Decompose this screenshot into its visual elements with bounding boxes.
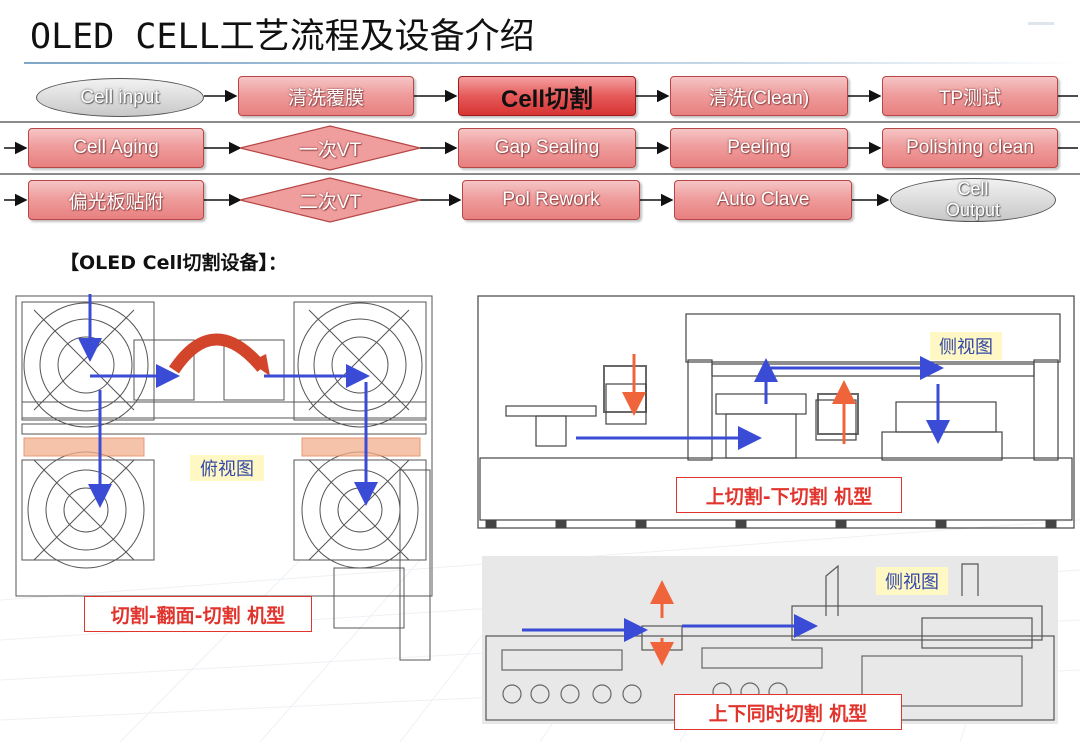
flow-node-cell-output: Cell Output: [890, 178, 1056, 222]
simultaneous-cut-model-label: 上下同时切割 机型: [674, 694, 902, 730]
flow-node-clean-cover: 清洗覆膜: [238, 76, 414, 116]
section-title: 【OLED Cell切割设备】：: [60, 252, 287, 274]
side-view-label-lower: 侧视图: [876, 567, 948, 595]
flow-node-cell-input: Cell input: [36, 78, 204, 117]
flow-node-clean: 清洗(Clean): [670, 76, 848, 116]
flow-node-cell-aging: Cell Aging: [28, 128, 204, 168]
flow-node-first-vt: 一次VT: [298, 139, 362, 161]
cell-output-line1: Cell: [957, 179, 989, 199]
corner-decoration: [1028, 22, 1054, 25]
flow-node-peeling: Peeling: [670, 128, 848, 168]
cut-flip-cut-model-label: 切割-翻面-切割 机型: [84, 596, 312, 632]
decision-diamond-2: [239, 177, 421, 223]
flow-node-pol-rework: Pol Rework: [462, 180, 640, 220]
flow-node-cell-cutting: Cell切割: [458, 76, 636, 116]
side-view-drawing-upper-lower: [477, 295, 1075, 529]
process-flow-lines: [0, 89, 1080, 223]
top-view-drawing: [15, 294, 433, 661]
decision-diamond-1: [239, 125, 421, 171]
flow-node-polarizer-attach: 偏光板贴附: [28, 180, 204, 220]
cell-output-line2: Output: [945, 200, 1001, 220]
upper-lower-cut-model-label: 上切割-下切割 机型: [676, 477, 902, 513]
flow-node-auto-clave: Auto Clave: [674, 180, 852, 220]
title-divider: [24, 62, 1080, 64]
top-view-label: 俯视图: [190, 455, 264, 481]
flow-node-gap-sealing: Gap Sealing: [458, 128, 636, 168]
side-view-label-upper: 侧视图: [930, 332, 1002, 360]
flow-node-tp-test: TP测试: [882, 76, 1058, 116]
flow-node-polishing-clean: Polishing clean: [882, 128, 1058, 168]
page-title: OLED CELL工艺流程及设备介绍: [30, 17, 535, 57]
flow-node-second-vt: 二次VT: [298, 191, 362, 213]
